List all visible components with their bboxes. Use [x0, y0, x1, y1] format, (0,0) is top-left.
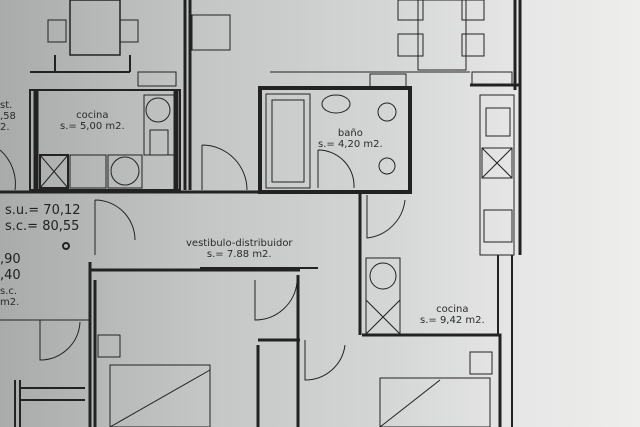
room-label-kitchen-right: cocina s.= 9,42 m2. — [420, 304, 485, 326]
room-label-kitchen-left: cocina s.= 5,00 m2. — [60, 110, 125, 132]
room-area: s.= 4,20 m2. — [318, 139, 383, 150]
room-label-bathroom: baño s.= 4,20 m2. — [318, 128, 383, 150]
fragment: ,58 — [0, 111, 16, 122]
room-name: baño — [337, 128, 363, 139]
room-area: s.= 9,42 m2. — [420, 315, 485, 326]
room-name: vestibulo-distribuidor — [186, 238, 293, 249]
wall-kitchen-left — [29, 89, 181, 191]
room-area: s.= 5,00 m2. — [60, 121, 125, 132]
fragment: 2. — [0, 122, 10, 133]
left-fragment-sc: s.c. m2. — [0, 286, 19, 308]
room-name: cocina — [436, 304, 469, 315]
room-label-hall: vestibulo-distribuidor s.= 7.88 m2. — [186, 238, 293, 260]
built-area: s.c.= 80,55 — [5, 219, 80, 234]
usable-area: s.u.= 70,12 — [5, 203, 81, 218]
room-area: s.= 7.88 m2. — [206, 249, 272, 260]
fragment: m2. — [0, 297, 20, 308]
left-fragment-top: st. ,58 2. — [0, 100, 16, 133]
total-areas: s.u.= 70,12 s.c.= 80,55 — [5, 203, 81, 235]
wall-bathroom — [258, 86, 412, 194]
fragment: st. — [0, 100, 13, 111]
room-name: cocina — [76, 110, 109, 121]
fragment: ,90 — [0, 252, 21, 267]
fragment: ,40 — [0, 268, 21, 283]
fragment: s.c. — [0, 286, 18, 297]
left-fragment-bottom: ,90 ,40 — [0, 252, 21, 284]
